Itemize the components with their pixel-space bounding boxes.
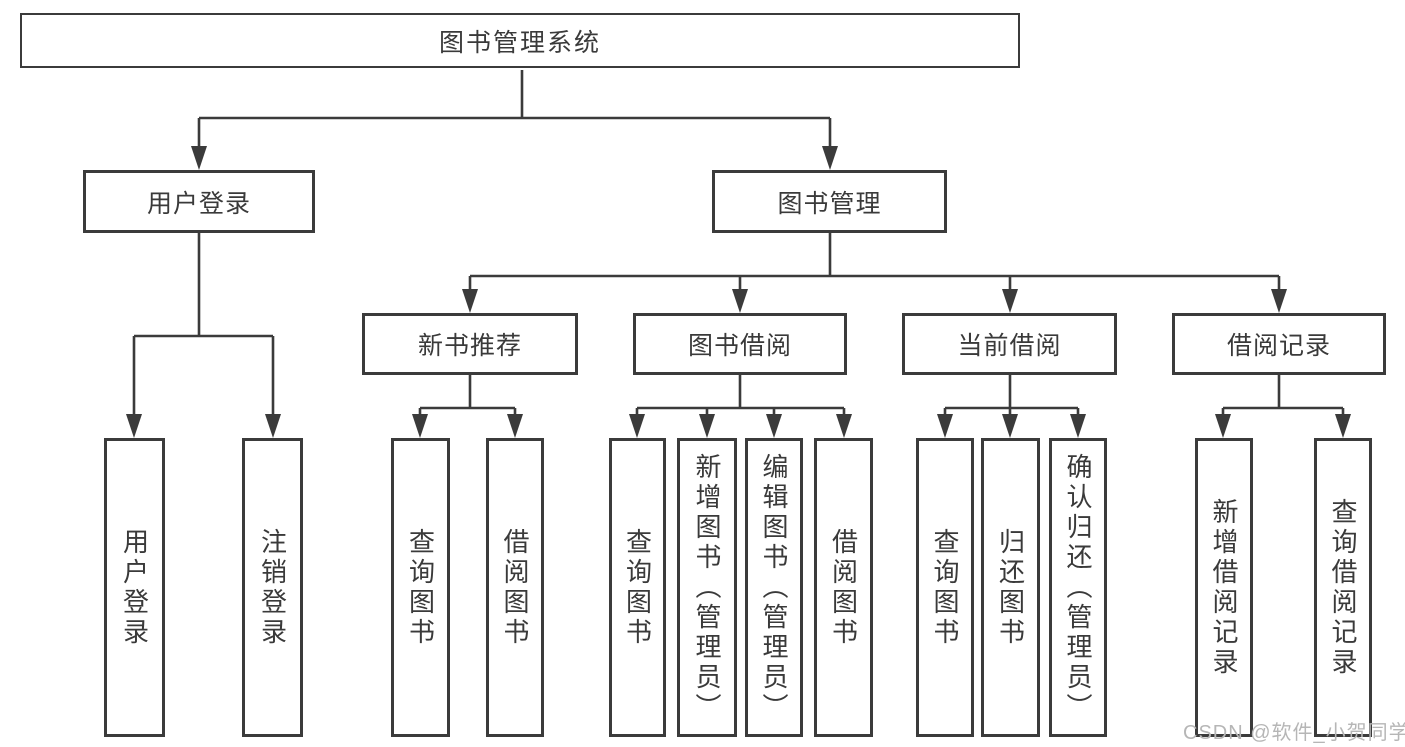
leaf-edit-books-admin: 编辑图书（管理员） [745,438,803,737]
leaf-confirm-return-admin: 确认归还（管理员） [1049,438,1107,737]
node-label: 图书管理系统 [438,28,601,57]
leaf-query-books: 查询图书 [916,438,974,737]
leaf-logout: 注销登录 [242,438,303,737]
leaf-label: 注销登录 [257,527,288,648]
leaf-label: 查询借阅记录 [1328,497,1358,678]
leaf-query-books: 查询图书 [391,438,450,737]
leaf-borrow-books: 借阅图书 [486,438,544,737]
leaf-label: 确认归还（管理员） [1063,452,1093,723]
leaf-label: 借阅图书 [828,527,859,648]
node-book-borrowing: 图书借阅 [633,313,847,375]
node-new-book-recommendation: 新书推荐 [362,313,578,375]
leaf-label: 新增借阅记录 [1209,497,1239,678]
connector-book-borrowing-split [629,375,852,438]
node-book-management: 图书管理 [712,170,947,233]
connector-user-login-split [126,233,281,438]
node-label: 用户登录 [146,189,251,218]
node-borrowing-records: 借阅记录 [1172,313,1386,375]
leaf-label: 编辑图书（管理员） [759,452,789,723]
connector-book-management-split [462,233,1287,313]
node-label: 借阅记录 [1226,332,1331,360]
leaf-label: 查询图书 [622,527,653,648]
leaf-label: 查询图书 [930,527,960,648]
connector-current-borrowing-split [937,375,1086,438]
connector-root-split [191,70,838,170]
leaf-label: 归还图书 [995,527,1026,648]
node-label: 图书管理 [777,189,882,218]
node-user-login: 用户登录 [83,170,315,233]
node-current-borrowing: 当前借阅 [902,313,1117,375]
leaf-borrow-books: 借阅图书 [814,438,873,737]
connector-new-book-split [412,375,523,438]
leaf-add-books-admin: 新增图书（管理员） [677,438,737,737]
watermark: CSDN @软件_小贺同学 [1183,722,1405,744]
node-label: 图书借阅 [687,332,792,360]
connector-borrow-records-split [1215,375,1351,438]
leaf-label: 新增图书（管理员） [692,452,722,723]
leaf-add-borrow-record: 新增借阅记录 [1195,438,1253,737]
leaf-label: 借阅图书 [500,527,530,648]
node-label: 新书推荐 [417,332,522,360]
leaf-return-books: 归还图书 [981,438,1040,737]
leaf-query-books: 查询图书 [609,438,666,737]
leaf-query-borrow-record: 查询借阅记录 [1314,438,1372,737]
leaf-label: 查询图书 [405,527,436,648]
node-label: 当前借阅 [957,332,1062,360]
leaf-user-login: 用户登录 [104,438,165,737]
node-library-management-system: 图书管理系统 [20,13,1020,68]
leaf-label: 用户登录 [119,527,150,648]
